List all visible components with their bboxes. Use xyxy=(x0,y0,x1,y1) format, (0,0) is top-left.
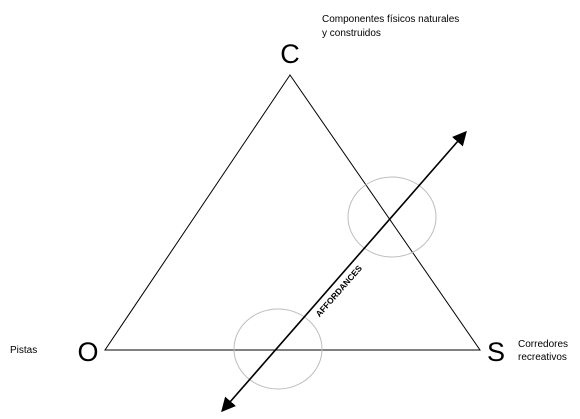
triangle xyxy=(104,74,481,351)
right-note-line1: Corredores xyxy=(518,339,568,350)
vertex-c-label: C xyxy=(280,39,300,69)
vertex-s-label: S xyxy=(487,337,505,367)
top-note-line2: y construidos xyxy=(322,28,381,39)
lower-intersection-circle xyxy=(233,308,323,390)
right-note-line2: recreativos xyxy=(518,352,567,363)
left-note: Pistas xyxy=(10,345,37,356)
vertex-o-label: O xyxy=(77,337,98,367)
affordances-label: AFFORDANCES xyxy=(314,263,365,319)
top-note-line1: Componentes físicos naturales xyxy=(322,14,459,25)
affordances-arrow xyxy=(221,130,467,413)
